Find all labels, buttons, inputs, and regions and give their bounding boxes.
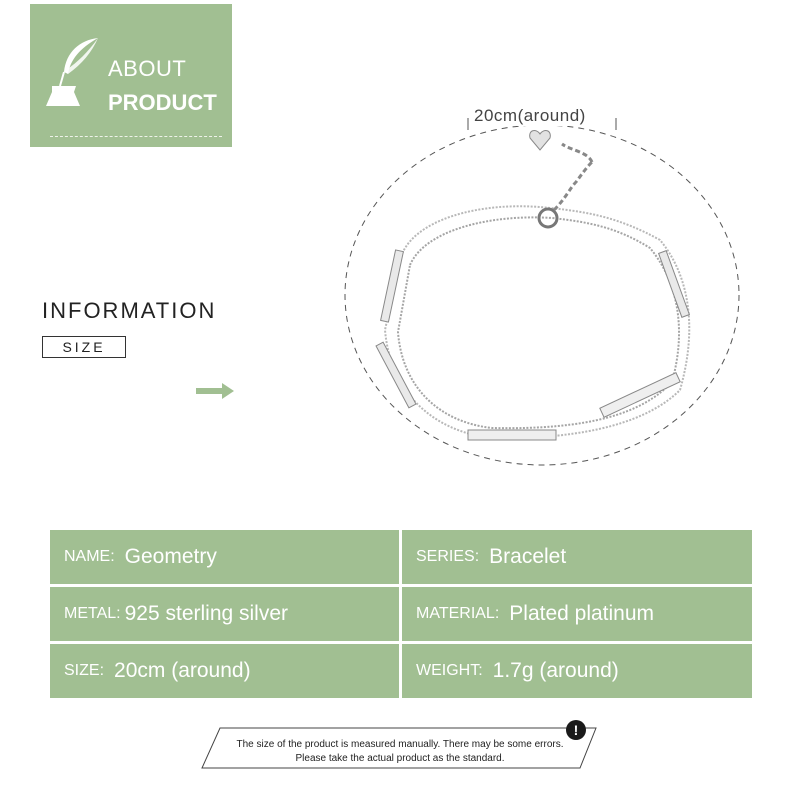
bracelet-illustration (330, 100, 750, 485)
spec-cell-series: SERIES: Bracelet (402, 530, 752, 584)
spec-key: WEIGHT: (416, 662, 483, 679)
alert-icon: ! (566, 720, 586, 740)
spec-cell-material: MATERIAL: Plated platinum (402, 587, 752, 641)
spec-value: 925 sterling silver (124, 602, 289, 625)
arrow-right-icon (196, 382, 234, 405)
spec-value: 20cm (around) (114, 659, 251, 682)
quill-icon (40, 34, 102, 119)
section-title: INFORMATION (42, 298, 217, 323)
banner-divider (50, 136, 222, 137)
spec-table: NAME: Geometry SERIES: Bracelet METAL: 9… (50, 530, 752, 698)
size-tag: SIZE (42, 336, 126, 358)
spec-cell-name: NAME: Geometry (50, 530, 399, 584)
notice-line-1: The size of the product is measured manu… (236, 739, 564, 750)
notice-text: The size of the product is measured manu… (210, 738, 590, 766)
spec-key: METAL: (64, 605, 121, 622)
about-product-banner: ABOUT PRODUCT (30, 4, 232, 147)
spec-key: MATERIAL: (416, 605, 500, 622)
spec-value: Bracelet (489, 545, 567, 568)
notice-line-2: Please take the actual product as the st… (295, 753, 505, 764)
spec-value: 1.7g (around) (492, 659, 619, 682)
spec-value: Geometry (124, 545, 217, 568)
about-title-line1: ABOUT (108, 56, 187, 81)
measurement-label: 20cm(around) (472, 106, 588, 126)
notice-frame (200, 726, 600, 775)
spec-value: Plated platinum (509, 602, 655, 625)
spec-cell-weight: WEIGHT: 1.7g (around) (402, 644, 752, 698)
spec-cell-size: SIZE: 20cm (around) (50, 644, 399, 698)
about-title-line2: PRODUCT (108, 90, 217, 115)
spec-key: SIZE: (64, 662, 105, 679)
spec-key: NAME: (64, 548, 115, 565)
spec-cell-metal: METAL: 925 sterling silver (50, 587, 399, 641)
spec-key: SERIES: (416, 548, 480, 565)
